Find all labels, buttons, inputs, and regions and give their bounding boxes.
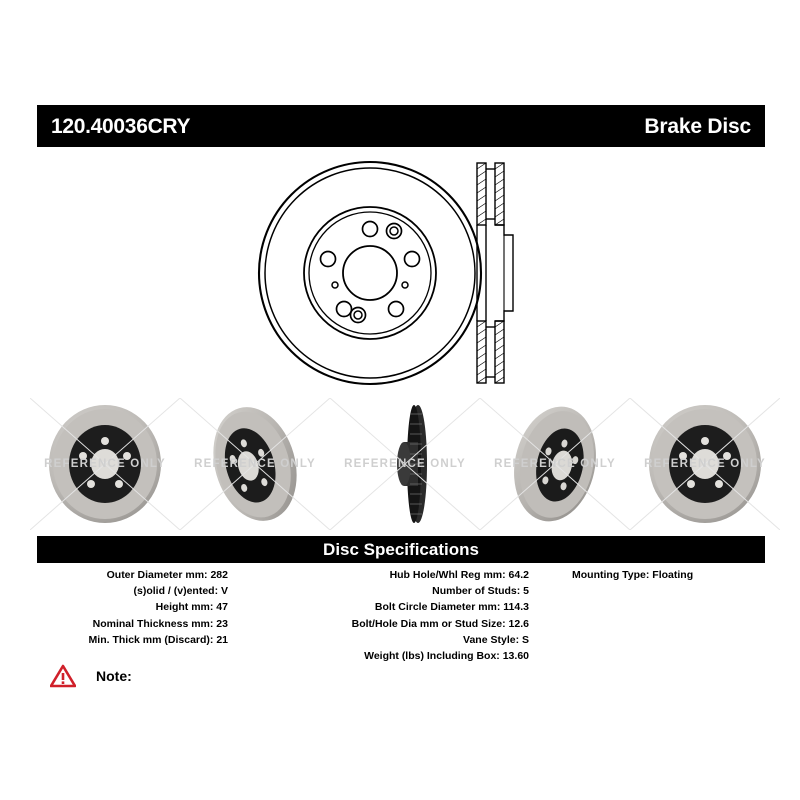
disc-cross-section-line-drawing (476, 162, 514, 384)
product-photo-strip: REFERENCE ONLY (30, 398, 780, 530)
product-photo-front-face[interactable]: REFERENCE ONLY (30, 398, 180, 530)
spec-row: Min. Thick mm (Discard): 21 (88, 633, 228, 646)
spec-row: (s)olid / (v)ented: V (133, 585, 229, 598)
spec-row: Vane Style: S (463, 633, 529, 646)
spec-column-middle: Hub Hole/Whl Reg mm: 64.2 Number of Stud… (280, 567, 530, 664)
spec-section-header: Disc Specifications (37, 536, 765, 563)
warning-triangle-icon (50, 664, 76, 688)
product-photo-edge-on[interactable]: REFERENCE ONLY (330, 398, 480, 530)
spec-row: Weight (lbs) Including Box: 13.60 (364, 650, 529, 663)
product-title: Brake Disc (644, 114, 751, 138)
product-photo-front-face-2[interactable]: REFERENCE ONLY (630, 398, 780, 530)
note-label: Note: (96, 668, 132, 684)
section-hatching (476, 162, 505, 384)
product-photo-angled-rear[interactable]: REFERENCE ONLY (480, 398, 630, 530)
spec-row: Height mm: 47 (155, 601, 228, 614)
note-row: Note: (50, 664, 152, 688)
header-bar: 120.40036CRY Brake Disc (37, 105, 765, 147)
spec-row: Mounting Type: Floating (572, 569, 694, 581)
spec-row: Bolt Circle Diameter mm: 114.3 (374, 601, 529, 614)
part-number: 120.40036CRY (51, 114, 191, 138)
disc-face-line-drawing (257, 160, 483, 386)
spec-row: Hub Hole/Whl Reg mm: 64.2 (389, 569, 529, 581)
spec-column-right: Mounting Type: Floating (530, 567, 765, 583)
product-photo-angled-face[interactable]: REFERENCE ONLY (180, 398, 330, 530)
spec-section-title: Disc Specifications (323, 540, 479, 559)
spec-row: Bolt/Hole Dia mm or Stud Size: 12.6 (351, 617, 529, 630)
spec-row: Outer Diameter mm: 282 (106, 569, 228, 581)
spec-column-left: Outer Diameter mm: 282 (s)olid / (v)ente… (37, 567, 280, 648)
spec-row: Number of Studs: 5 (432, 585, 529, 598)
spec-row: Nominal Thickness mm: 23 (92, 617, 228, 630)
technical-drawing (255, 155, 575, 395)
spec-table: Outer Diameter mm: 282 (s)olid / (v)ente… (37, 567, 765, 664)
